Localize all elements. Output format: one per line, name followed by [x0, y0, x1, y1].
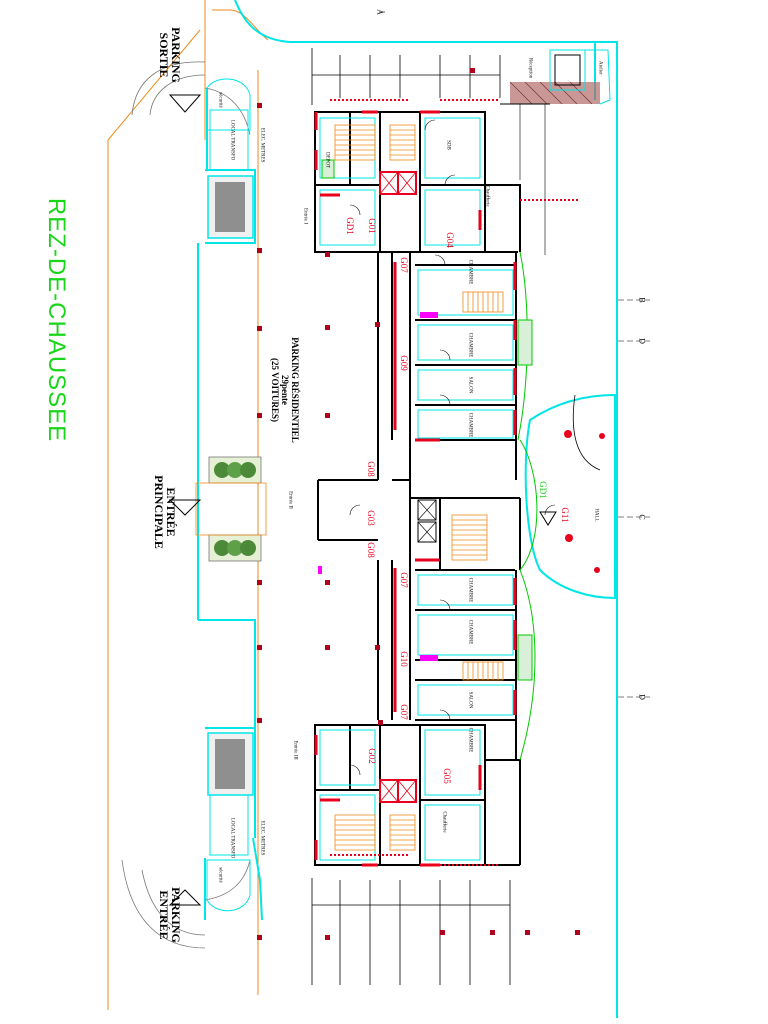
magenta-marks — [318, 312, 438, 661]
parking-pillars — [257, 68, 580, 940]
room-label: SDB — [445, 140, 451, 150]
zone-code: G03 — [366, 510, 376, 526]
building-walls — [314, 111, 521, 866]
zone-code: G01 — [367, 218, 377, 234]
axis-lines — [380, 11, 650, 698]
entrance-label: Entrée III — [292, 740, 298, 760]
room-label: SALON — [467, 691, 473, 709]
parking-title: PARKING RÉSIDENTIEL — [290, 337, 300, 443]
room-label: SALON — [467, 376, 473, 394]
parking-exit-line2: SORTIE — [157, 32, 171, 78]
room-label: CHAMBRE — [467, 727, 473, 753]
red-openings — [314, 110, 517, 867]
parking-entry-label: PARKING ENTRÉE — [157, 887, 183, 943]
parking-exit-line1: PARKING — [169, 27, 183, 83]
room-label: CHAMBRE — [467, 259, 473, 285]
zone-code: GD1 — [345, 217, 355, 235]
sheet-title: REZ-DE-CHAUSSEE — [43, 197, 70, 443]
parking-entry-line1: PARKING — [169, 887, 183, 943]
zone-code: G05 — [442, 768, 452, 784]
main-entrance-label: ENTRÉE PRINCIPALE — [152, 475, 178, 549]
axis-mark: C — [637, 514, 647, 520]
entrance-label: Entrée II — [287, 491, 293, 509]
zone-code: G07 — [399, 704, 409, 720]
axis-mark: D — [637, 694, 647, 700]
parking-exit-label: PARKING SORTIE — [157, 27, 183, 83]
room-label: Chaufferie — [441, 811, 447, 833]
room-label: CHAMBRE — [467, 332, 473, 358]
room-label: sécurité — [217, 867, 223, 883]
room-label: LOCAL TRANSFO — [229, 119, 235, 161]
entrance-markers — [168, 94, 557, 906]
zone-code: G11 — [560, 507, 570, 523]
axis-mark: B — [637, 297, 647, 303]
road-outline — [197, 0, 618, 1018]
zone-code: G10 — [399, 651, 409, 667]
site-boundary — [107, 0, 269, 1010]
axis-mark: A — [375, 9, 385, 15]
room-label: ELEC. METRES — [259, 127, 265, 163]
main-entrance-line1: ENTRÉE — [164, 487, 178, 537]
room-label: LOCAL TRANSFO — [229, 817, 235, 859]
dimension-strips — [330, 99, 580, 866]
door-swings — [349, 119, 556, 776]
parking-capacity: (25 VOITURES) — [270, 358, 280, 422]
room-label: ELEC. METRES — [259, 820, 265, 856]
room-label: CHAMBRE — [467, 619, 473, 645]
room-label: CHAMBRE — [467, 577, 473, 603]
hall-bubble — [524, 393, 616, 600]
parking-subtitle: 29pente — [280, 374, 290, 405]
axis-mark: D — [637, 338, 647, 344]
transformer-rooms — [207, 175, 254, 796]
green-facade — [321, 159, 538, 761]
ramp-stalls — [311, 48, 511, 985]
room-label: sécurité — [217, 92, 223, 108]
zone-code: G02 — [367, 748, 377, 764]
room-label: CHAMBRE — [467, 412, 473, 438]
entrance-label: Entrée I — [302, 208, 308, 224]
planters — [195, 456, 267, 562]
zone-code: G08 — [366, 461, 376, 477]
reception-block — [500, 49, 611, 255]
zone-code: G04 — [445, 232, 455, 248]
room-label: Atelier — [597, 61, 603, 75]
parking-entry-line2: ENTRÉE — [157, 890, 171, 940]
room-label: Réception — [527, 57, 533, 79]
room-label: Chaufferie — [484, 185, 490, 207]
room-label: DEPOT — [324, 151, 330, 169]
zone-code: G08 — [366, 542, 376, 558]
staircases — [334, 124, 504, 851]
room-label: HALL — [593, 508, 599, 522]
main-entrance-line2: PRINCIPALE — [152, 475, 166, 549]
zone-code: G07 — [399, 572, 409, 588]
elevators — [379, 171, 437, 803]
parking-label: PARKING RÉSIDENTIEL 29pente (25 VOITURES… — [270, 337, 300, 443]
zone-code: G07 — [399, 257, 409, 273]
zone-code: GD1 — [538, 481, 548, 499]
zone-code: G09 — [399, 355, 409, 371]
